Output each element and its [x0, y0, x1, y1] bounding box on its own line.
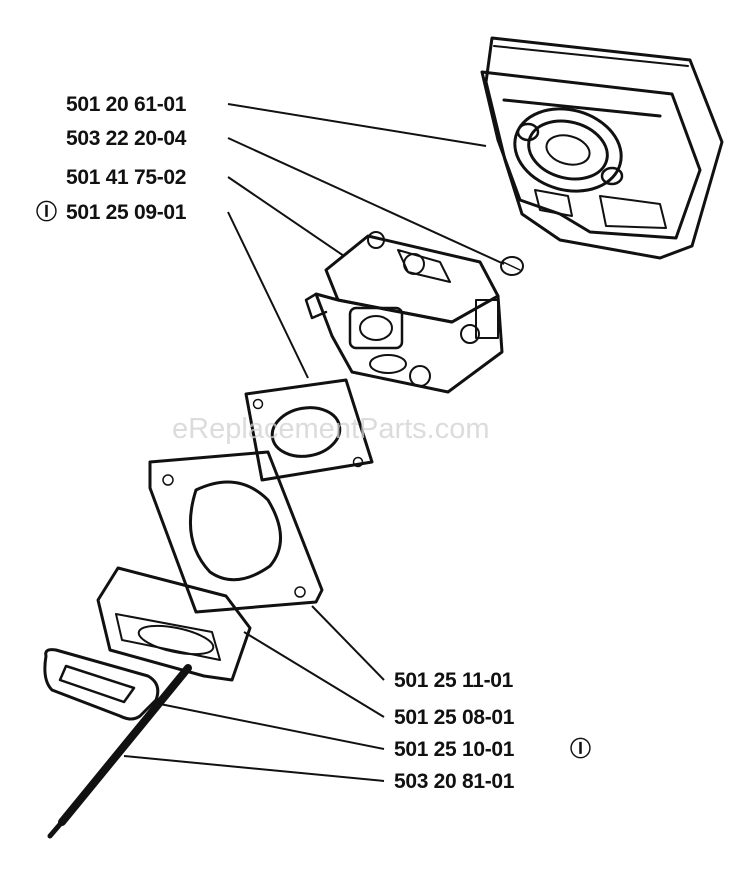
- label-air-filter[interactable]: 501 20 61-01: [66, 93, 187, 116]
- flange-gasket-part: [43, 648, 160, 721]
- leader-air-filter: [227, 103, 487, 147]
- label-intake-adapter[interactable]: 501 25 08-01: [394, 706, 515, 729]
- leader-flange-gasket: [159, 703, 385, 750]
- leader-carburetor: [227, 176, 345, 257]
- leader-intake-adapter: [243, 631, 385, 718]
- label-carburetor[interactable]: 501 41 75-02: [66, 166, 186, 189]
- air-filter-part: [480, 36, 724, 260]
- label-carb-gasket[interactable]: 501 25 09-01: [66, 201, 187, 224]
- label-flange-gasket[interactable]: 501 25 10-01: [394, 738, 515, 761]
- leader-carb-gasket: [227, 211, 309, 379]
- intake-adapter-part: [96, 566, 252, 682]
- label-fuel-line[interactable]: 503 20 81-01: [394, 770, 515, 793]
- note-marker-flange-gasket: Ⓘ: [570, 737, 591, 761]
- label-screw[interactable]: 503 22 20-04: [66, 127, 187, 150]
- leader-spacer-gasket: [311, 605, 385, 681]
- carburetor-gasket-part: [244, 378, 374, 482]
- leader-lines: [123, 103, 505, 782]
- spacer-gasket-part: [148, 450, 324, 614]
- watermark-text: eReplacementParts.com: [172, 413, 490, 445]
- part-labels: 501 20 61-01 503 22 20-04 501 41 75-02 Ⓘ…: [36, 93, 591, 793]
- note-marker-carb-gasket: Ⓘ: [36, 200, 57, 224]
- carburetor-part: [304, 231, 504, 394]
- fuel-line-part: [47, 664, 192, 839]
- leader-fuel-line: [123, 755, 385, 782]
- leader-screw: [227, 137, 505, 265]
- label-spacer-gasket[interactable]: 501 25 11-01: [394, 669, 514, 692]
- screw-part: [500, 256, 524, 276]
